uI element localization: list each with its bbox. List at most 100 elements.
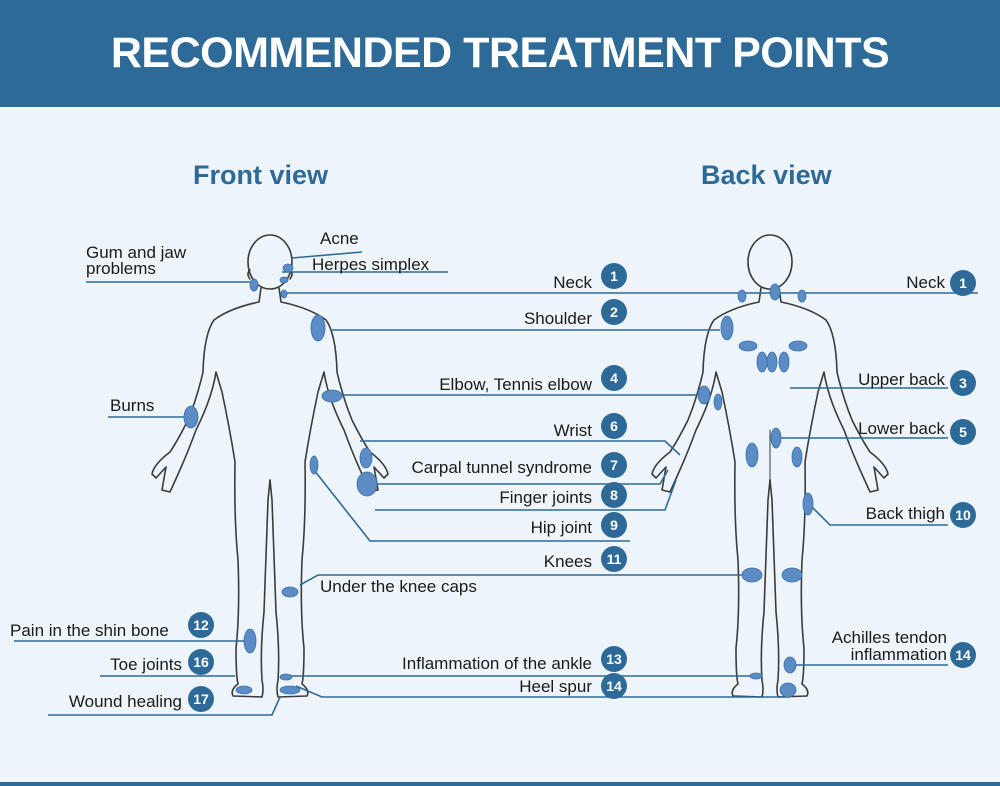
spot-achilles [783,656,797,674]
svg-text:1: 1 [959,275,967,291]
label-acne: Acne [320,229,359,248]
label-burns: Burns [110,396,154,415]
label-neck-front: Neck [553,273,592,292]
badge-wound: 17 [188,686,214,712]
leader-lines [14,251,978,716]
spot-acne [282,263,294,273]
label-neck-back: Neck [906,273,945,292]
spot-gum-jaw [249,278,259,292]
spot-knee-right [781,567,803,583]
badge-finger: 8 [601,482,627,508]
svg-text:13: 13 [606,651,622,667]
page-title: RECOMMENDED TREATMENT POINTS [110,29,890,77]
spot-herpes [279,276,289,284]
svg-text:14: 14 [606,678,622,694]
label-elbow: Elbow, Tennis elbow [439,375,593,394]
label-wrist: Wrist [554,421,593,440]
badge-achilles: 14 [950,642,976,668]
spot-heel [779,682,797,698]
label-wound: Wound healing [69,692,182,711]
svg-text:4: 4 [610,370,618,386]
spot-ankle-back [749,672,763,680]
spot-ankle-front [279,673,293,681]
badges: 1 1 2 3 4 5 6 7 8 9 10 11 12 13 14 14 16… [188,263,976,712]
label-under-knee: Under the knee caps [320,577,477,596]
label-knees: Knees [544,552,592,571]
spot-hip [309,455,319,475]
spot-wound [279,685,301,695]
badge-ankle: 13 [601,646,627,672]
spot-shoulder-back [720,315,734,341]
label-gum-jaw-1: Gum and jaw [86,243,187,262]
spot-knee-left [741,567,763,583]
spot-under-knee [281,586,299,598]
badge-neck-front: 1 [601,263,627,289]
label-achilles-1: Achilles tendon [832,628,947,647]
spot-elbow-back [697,385,711,405]
badge-lower-back: 5 [950,419,976,445]
label-ankle: Inflammation of the ankle [402,654,592,673]
label-carpal: Carpal tunnel syndrome [412,458,592,477]
svg-text:9: 9 [610,517,618,533]
label-gum-jaw-2: problems [86,259,156,278]
header-banner: RECOMMENDED TREATMENT POINTS [0,0,1000,107]
svg-text:14: 14 [955,647,971,663]
label-shoulder: Shoulder [524,309,592,328]
spot-shin [243,628,257,654]
treatment-spots [183,263,814,698]
svg-text:8: 8 [610,487,618,503]
spot-upper-back-right [788,340,808,352]
badge-knees: 11 [601,546,627,572]
label-achilles-2: inflammation [851,645,947,664]
label-upper-back: Upper back [858,370,945,389]
spot-neck-back [769,283,781,301]
back-view-title: Back view [701,160,832,190]
badge-heel: 14 [601,673,627,699]
spot-neck-front [280,289,288,299]
svg-text:3: 3 [959,375,967,391]
back-body-outline [651,234,889,698]
badge-neck-back: 1 [950,270,976,296]
spot-burns [183,405,199,429]
spot-back-thigh [802,492,814,516]
front-view-title: Front view [193,160,329,190]
label-herpes: Herpes simplex [312,255,430,274]
svg-text:16: 16 [193,654,209,670]
label-hip: Hip joint [531,518,593,537]
front-body-outline [151,234,389,698]
badge-hip: 9 [601,512,627,538]
label-back-thigh: Back thigh [866,504,945,523]
badge-elbow: 4 [601,365,627,391]
badge-upper-back: 3 [950,370,976,396]
spot-elbow [321,389,343,403]
labels: Acne Gum and jaw problems Herpes simplex… [10,229,947,711]
label-finger: Finger joints [499,488,592,507]
badge-carpal: 7 [601,452,627,478]
spot-toe [235,685,253,695]
label-shin: Pain in the shin bone [10,621,169,640]
spot-upper-back-left [738,340,758,352]
badge-shin: 12 [188,612,214,638]
spot-shoulder [310,314,326,342]
label-heel: Heel spur [519,677,592,696]
svg-text:12: 12 [193,617,209,633]
svg-text:7: 7 [610,457,618,473]
spot-lower-back [770,427,782,449]
badge-back-thigh: 10 [950,502,976,528]
badge-toe: 16 [188,649,214,675]
svg-text:6: 6 [610,418,618,434]
svg-text:1: 1 [610,268,618,284]
svg-text:2: 2 [610,304,618,320]
svg-text:10: 10 [955,507,971,523]
svg-text:5: 5 [959,424,967,440]
svg-text:17: 17 [193,691,209,707]
badge-wrist: 6 [601,413,627,439]
spot-wrist [359,447,373,469]
svg-text:11: 11 [607,551,622,567]
badge-shoulder: 2 [601,299,627,325]
spot-carpal [356,471,378,497]
label-toe: Toe joints [110,655,182,674]
label-lower-back: Lower back [858,419,945,438]
bottom-rule [0,782,1000,786]
